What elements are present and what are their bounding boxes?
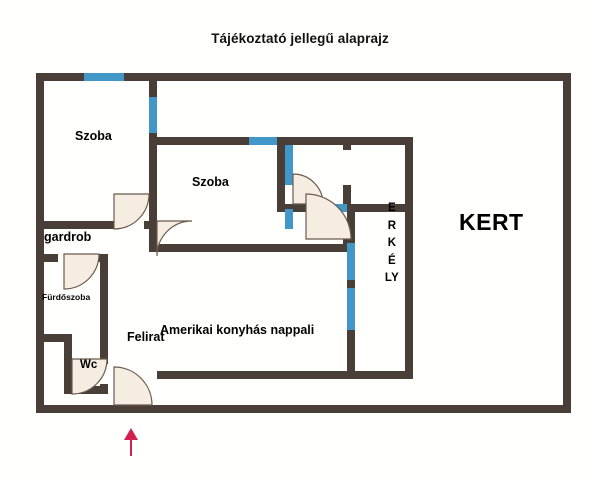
wall-erkely-left-c <box>347 330 355 379</box>
wall-szoba2-right-b <box>343 185 351 209</box>
door-group <box>63 173 352 406</box>
room-label-szoba-2: Szoba <box>192 175 229 189</box>
wall-stub-middle <box>277 204 291 212</box>
wall-szoba2-top-b <box>277 137 351 145</box>
window-szoba2-right-lower <box>285 209 293 229</box>
door-gardrob <box>156 220 193 257</box>
window-szoba1-right <box>149 97 157 133</box>
wall-furdo-right <box>100 254 108 342</box>
erkely-letter-4: É <box>388 254 396 267</box>
wall-outer-right <box>563 73 571 413</box>
wall-outer-top <box>36 73 571 81</box>
wall-furdo-top-a <box>36 254 58 262</box>
door-entrance <box>113 366 153 406</box>
room-label-erkely: E R K É LY <box>381 200 403 288</box>
erkely-letter-2: R <box>387 219 397 232</box>
door-furdoszoba <box>63 253 100 290</box>
wall-erkely-left-b <box>347 280 355 288</box>
window-szoba2-top <box>249 137 277 145</box>
wall-group <box>36 73 571 413</box>
erkely-letter-5: LY <box>384 272 400 284</box>
window-erkely-left-upper <box>347 243 355 280</box>
door-wc <box>71 358 108 395</box>
wall-nappali-bottom <box>157 371 409 379</box>
wall-outer-left <box>36 73 44 413</box>
window-erkely-left-lower <box>347 288 355 330</box>
erkely-letter-1: E <box>388 202 396 214</box>
erkely-letter-3: K <box>387 237 397 249</box>
wall-erkely-top <box>289 204 413 212</box>
window-szoba1-top <box>84 73 124 81</box>
room-label-szoba-1: Szoba <box>75 129 112 143</box>
room-label-felirat: Felirat <box>127 330 165 344</box>
room-label-amerikai-konyhas-nappali: Amerikai konyhás nappali <box>160 323 315 337</box>
window-szoba2-right-upper <box>285 145 293 185</box>
room-label-gardrob: gardrob <box>44 230 92 244</box>
wall-szoba2-right-a <box>343 145 351 150</box>
wall-gardrob-top-b <box>144 221 157 229</box>
wall-outer-bottom <box>36 405 571 413</box>
wall-gardrob-top-a <box>36 221 116 229</box>
wall-szoba2-bottom <box>149 244 351 252</box>
entrance-arrow <box>124 428 138 456</box>
room-label-wc: Wc <box>80 359 98 371</box>
wall-wc-left <box>64 334 72 394</box>
wall-wc-right <box>100 342 108 364</box>
door-erkely <box>305 193 352 240</box>
wall-szoba1-right-lower <box>149 133 157 244</box>
page-title: Tájékoztató jellegű alaprajz <box>211 31 389 46</box>
wall-furdo-bottom <box>36 334 72 342</box>
wall-erkely-top-right <box>343 137 413 145</box>
room-label-furdoszoba: Fürdőszoba <box>42 292 91 302</box>
wall-szoba1-right-upper <box>149 73 157 97</box>
wall-erkely-left-a <box>347 212 355 243</box>
room-label-kert: KERT <box>459 209 524 235</box>
wall-szoba2-top <box>149 137 249 145</box>
wall-erkely-right <box>405 137 413 379</box>
wall-stub-vert <box>277 145 285 205</box>
door-szoba1 <box>113 193 150 230</box>
